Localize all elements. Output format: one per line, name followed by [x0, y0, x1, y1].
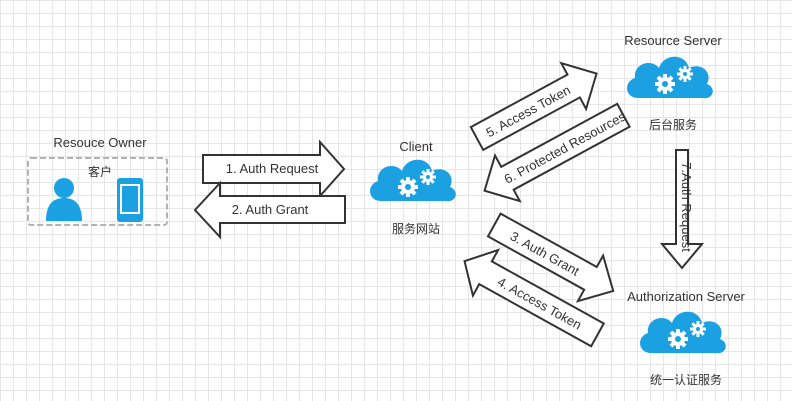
client-node: Client 服务网站	[370, 139, 456, 236]
phone-icon	[117, 178, 143, 222]
cloud-gear-icon	[370, 159, 456, 202]
arrow-auth-request-server: 7.Auth Request	[659, 149, 705, 270]
cloud-gear-icon	[627, 56, 713, 99]
arrow-auth-grant: 2. Auth Grant	[193, 180, 346, 240]
user-icon	[46, 178, 82, 221]
resource-server-node: Resource Server 后台服务	[624, 33, 722, 132]
arrow-access-token-resource-label: 5. Access Token	[483, 82, 573, 140]
resource-owner-node: Resouce Owner 客户	[27, 135, 168, 226]
cloud-gear-icon	[640, 311, 726, 354]
client-title: Client	[399, 139, 433, 154]
resource-owner-title: Resouce Owner	[53, 135, 147, 150]
arrow-auth-request-server-label: 7.Auth Request	[679, 162, 694, 252]
arrow-auth-request-label: 1. Auth Request	[226, 161, 319, 176]
resource-server-subtitle: 后台服务	[649, 117, 697, 132]
authorization-server-subtitle: 统一认证服务	[650, 372, 722, 387]
authorization-server-node: Authorization Server 统一认证服务	[627, 289, 745, 387]
resource-server-title: Resource Server	[624, 33, 722, 48]
resource-owner-box	[27, 157, 168, 226]
client-subtitle: 服务网站	[392, 221, 440, 236]
arrow-auth-grant-label: 2. Auth Grant	[232, 202, 309, 217]
authorization-server-title: Authorization Server	[627, 289, 745, 304]
arrow-auth-request: 1. Auth Request	[202, 139, 346, 199]
resource-owner-subtitle: 客户	[88, 164, 112, 179]
